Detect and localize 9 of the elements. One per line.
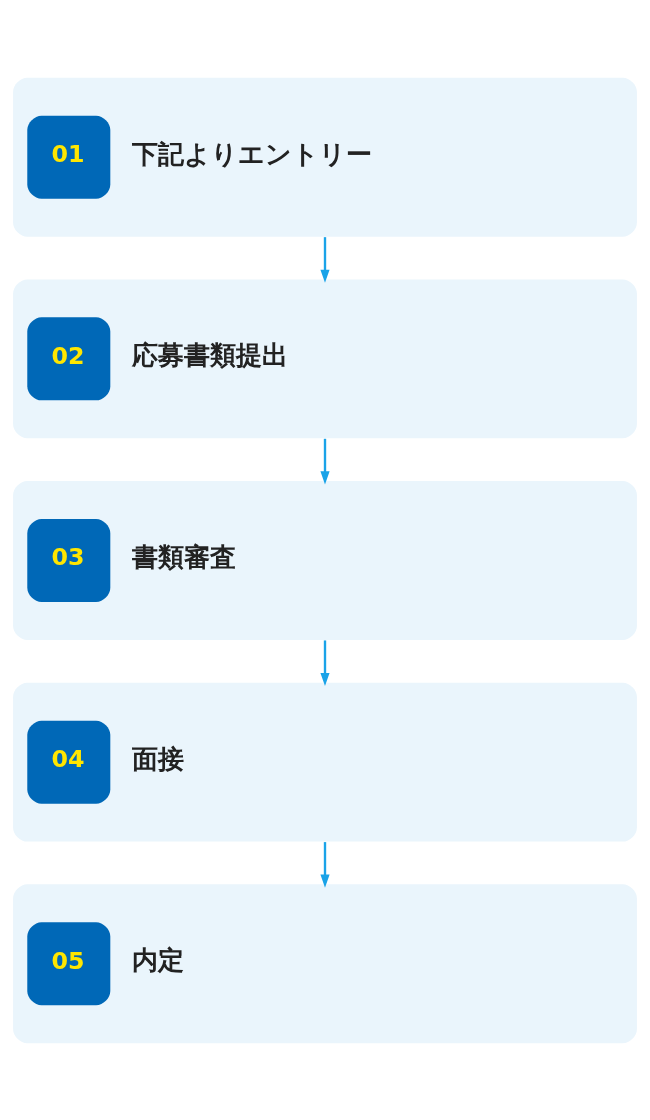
arrow [320, 639, 330, 686]
node-box: 02 応募書類提出 [13, 278, 637, 438]
node-box: 04 面接 [13, 682, 637, 842]
arrow [320, 236, 330, 283]
arrow [320, 841, 330, 888]
node-box: 01 下記よりエントリー [13, 77, 637, 237]
node-box: 03 書類審査 [13, 480, 637, 640]
node-box: 05 内定 [13, 883, 637, 1043]
arrow [320, 438, 330, 484]
